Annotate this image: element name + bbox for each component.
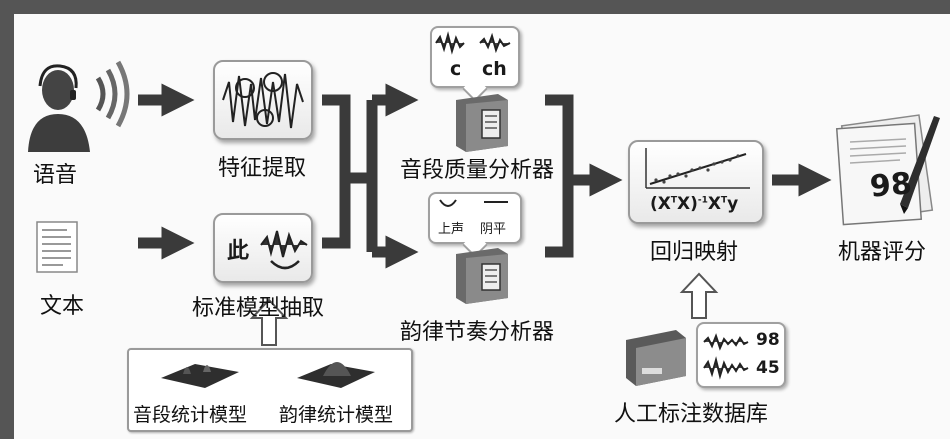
- tone-yinping: 阴平: [480, 222, 507, 237]
- segment-statistical-model-label: 音段统计模型: [133, 404, 248, 426]
- regression-label: 回归映射: [650, 240, 739, 265]
- prosody-analyzer-label: 韵律节奏分析器: [400, 320, 555, 345]
- tone-contour-icon: [439, 199, 508, 207]
- score-sheet-icon: [835, 114, 940, 226]
- model-character: 此: [227, 238, 250, 264]
- segment-analyzer-label: 音段质量分析器: [400, 158, 555, 183]
- machine-score-value: 98: [868, 166, 914, 205]
- standard-model-panel: 此: [213, 213, 313, 283]
- phoneme-c: c: [450, 58, 462, 80]
- standard-model-label: 标准模型抽取: [192, 296, 325, 321]
- phoneme-ch: ch: [482, 58, 507, 80]
- machine-score-label: 机器评分: [838, 240, 927, 265]
- feature-extraction-panel: [213, 60, 313, 140]
- speech-label: 语音: [33, 163, 78, 188]
- arrow-database-up: [679, 272, 719, 319]
- segment-phoneme-bubble: c ch: [430, 26, 520, 102]
- feature-extraction-label: 特征提取: [218, 156, 307, 181]
- database-scores-bubble: 98 45: [696, 322, 786, 388]
- bracket-merge: [322, 94, 351, 249]
- text-label: 文本: [40, 294, 85, 319]
- database-drive-icon: [626, 330, 686, 386]
- analyzer-device-icon: [456, 94, 508, 152]
- database-score-1: 98: [756, 330, 780, 350]
- regression-panel: (XTX)-1XTy: [628, 140, 764, 224]
- tone-bubble: 上声 阴平: [428, 192, 522, 258]
- tone-shangsheng: 上声: [438, 222, 465, 237]
- arrow-models-up: [249, 298, 289, 346]
- regression-formula: (XTX)-1XTy: [650, 194, 739, 214]
- segment-model-surface-icon: [161, 364, 239, 388]
- phoneme-wave-icon: [435, 31, 511, 55]
- database-wave-icon: [703, 333, 749, 380]
- prosody-model-surface-icon: [297, 362, 375, 388]
- regression-plot-icon: [645, 148, 750, 189]
- prosody-statistical-model-label: 韵律统计模型: [279, 404, 394, 426]
- analyzer-device-icon-2: [456, 248, 508, 304]
- document-icon: [36, 221, 78, 273]
- waveform-features-icon: [222, 72, 304, 129]
- model-wave-icon: [260, 230, 308, 270]
- database-label: 人工标注数据库: [614, 402, 769, 427]
- database-score-2: 45: [756, 358, 780, 378]
- statistical-models-box: 音段统计模型 韵律统计模型: [127, 348, 413, 432]
- speaker-icon: [28, 60, 130, 152]
